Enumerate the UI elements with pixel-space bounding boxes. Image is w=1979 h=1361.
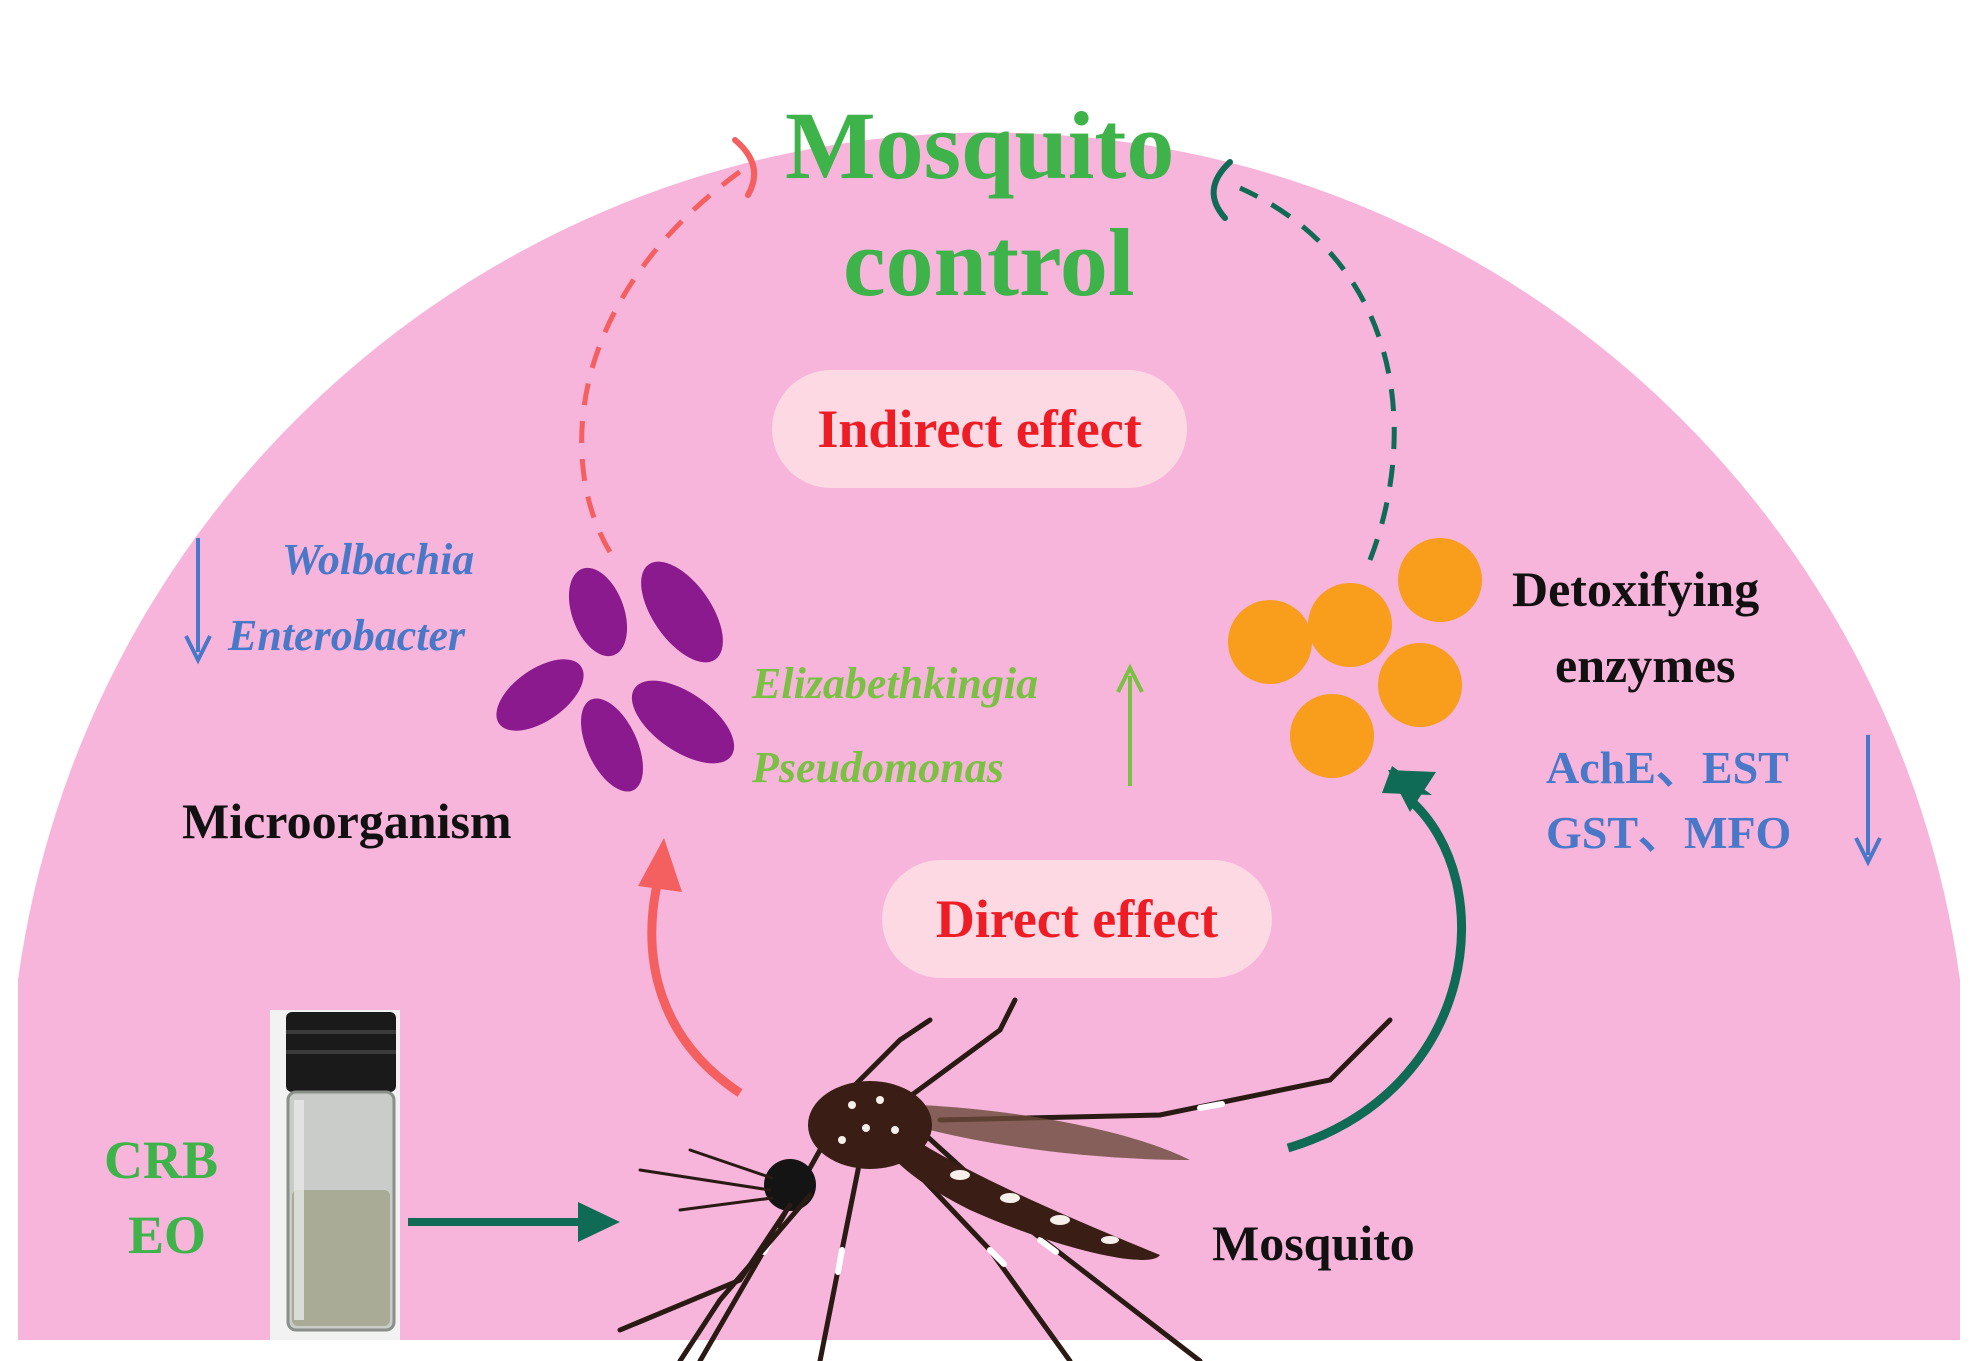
up-arrow-icon	[1116, 663, 1144, 786]
down-arrow-icon	[184, 538, 212, 665]
inhibition-line-right	[1210, 159, 1397, 561]
microbe-decreased-2: Enterobacter	[228, 611, 466, 660]
mosquito-icon	[617, 997, 1393, 1361]
inhibition-icon	[732, 137, 758, 198]
down-arrow-icon	[1854, 735, 1882, 867]
direct-effect-badge: Direct effect	[882, 860, 1272, 978]
direct-effect-label: Direct effect	[935, 889, 1219, 949]
direct-arrow-microbe	[638, 838, 743, 1097]
microbe-decreased-1: Wolbachia	[282, 535, 475, 584]
enzyme-list-line-2: GST、MFO	[1546, 807, 1792, 858]
microorganism-label: Microorganism	[182, 793, 512, 849]
microbe-increased-2: Pseudomonas	[752, 743, 1004, 792]
direct-arrow-enzyme	[1286, 766, 1467, 1153]
indirect-effect-badge: Indirect effect	[772, 370, 1187, 488]
enzyme-list-line-1: AchE、EST	[1546, 742, 1789, 793]
vial-icon	[270, 1010, 400, 1340]
detox-label-line-2: enzymes	[1555, 637, 1736, 693]
title-line-2: control	[843, 209, 1135, 316]
oil-label-line-2: EO	[128, 1205, 207, 1265]
bacteria-icon	[496, 561, 735, 792]
microbe-increased-1: Elizabethkingia	[752, 659, 1039, 708]
title-line-1: Mosquito	[785, 92, 1175, 199]
inhibition-icon	[1210, 159, 1233, 221]
indirect-effect-label: Indirect effect	[817, 399, 1142, 459]
enzyme-icon	[1228, 538, 1482, 778]
oil-label-line-1: CRB	[104, 1130, 219, 1190]
mosquito-label: Mosquito	[1212, 1215, 1415, 1271]
oil-to-mosquito-arrow	[408, 1202, 620, 1242]
background-dome	[18, 132, 1960, 1340]
detox-label-line-1: Detoxifying	[1512, 561, 1760, 617]
inhibition-line-left	[579, 137, 758, 554]
